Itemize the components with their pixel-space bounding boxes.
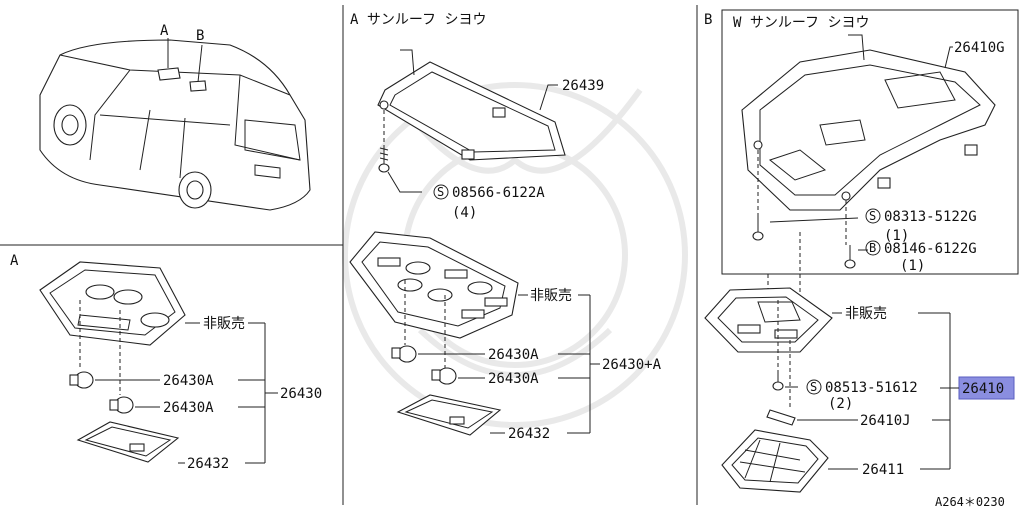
screw-qty-right-1: (1) (884, 228, 909, 244)
part-number-lens-center: 26432 (508, 426, 550, 442)
screw-symbol-letter-right-2: S (810, 380, 817, 394)
part-number-bulb-left-2: 26430A (163, 400, 214, 416)
center-panel-title: A サンルーフ シヨウ (350, 12, 486, 28)
part-number-assembly-center: 26430+A (602, 357, 662, 373)
bulb-center-2 (431, 367, 457, 385)
screw-qty-center: (4) (452, 205, 477, 221)
bracket-center (377, 49, 566, 161)
screw-symbol-right-2 (806, 379, 822, 395)
lens-center (396, 394, 502, 436)
screw-symbol-center (433, 184, 449, 200)
bolt-qty-right: (1) (900, 258, 925, 274)
screw-qty-right-2: (2) (828, 396, 853, 412)
part-number-bracket-center: 26439 (562, 78, 604, 94)
location-label-a: A (160, 23, 169, 39)
part-number-bulb-left-1: 26430A (163, 373, 214, 389)
part-number-lens-right: 26411 (862, 462, 904, 478)
part-number-assembly-left: 26430 (280, 386, 322, 402)
bulb-center-1 (391, 345, 417, 363)
not-sold-label-center: 非販売 (530, 288, 572, 304)
not-sold-label-right: 非販売 (845, 306, 887, 322)
inset-title: W サンルーフ シヨウ (733, 15, 869, 31)
bolt-symbol-letter-right: B (869, 241, 876, 255)
part-number-screw-right-2: 08513-51612 (825, 380, 918, 396)
part-number-bulb-center-2: 26430A (488, 371, 539, 387)
not-sold-label-left: 非販売 (203, 316, 245, 332)
part-number-screw-right-1: 08313-5122G (884, 209, 977, 225)
location-label-b: B (196, 28, 204, 44)
lens-right (721, 429, 829, 493)
screw-symbol-right-1 (865, 208, 881, 224)
screw-right-2 (772, 372, 784, 391)
screw-symbol-letter-center: S (437, 185, 444, 199)
part-number-bulb-center-1: 26430A (488, 347, 539, 363)
part-number-assembly-right: 26410 (962, 381, 1004, 397)
part-number-lens-left: 26432 (187, 456, 229, 472)
right-panel-label: B (704, 12, 712, 28)
screw-right-1 (752, 215, 764, 241)
bulb-left-2 (109, 396, 134, 414)
bolt-right (844, 245, 856, 269)
vehicle-illustration (39, 38, 311, 211)
leader-lines-right (785, 312, 959, 470)
inset-frame (721, 9, 1019, 275)
lens-left (76, 421, 180, 463)
leader-lines-center (418, 294, 600, 434)
bolt-symbol-right (865, 240, 881, 256)
diagram-code: A264＊0230 (935, 495, 1005, 509)
part-number-bulb-right: 26410J (860, 413, 911, 429)
panel-dividers (0, 5, 698, 505)
bracket-right (741, 34, 996, 211)
part-number-bracket-right: 26410G (954, 40, 1005, 56)
screw-symbol-letter-right-1: S (869, 209, 876, 223)
panel-label: A (10, 253, 19, 269)
leader-lines-center-top (387, 84, 558, 193)
map-lamp-housing-right (704, 287, 833, 353)
map-lamp-housing (39, 261, 186, 346)
part-number-bolt-right: 08146-6122G (884, 241, 977, 257)
bulb-right (766, 409, 796, 426)
part-number-screw-center: 08566-6122A (452, 185, 545, 201)
leader-lines-left (95, 322, 278, 464)
map-lamp-housing-center (349, 231, 519, 339)
screw-center (378, 145, 390, 173)
bulb-left-1 (69, 371, 94, 389)
